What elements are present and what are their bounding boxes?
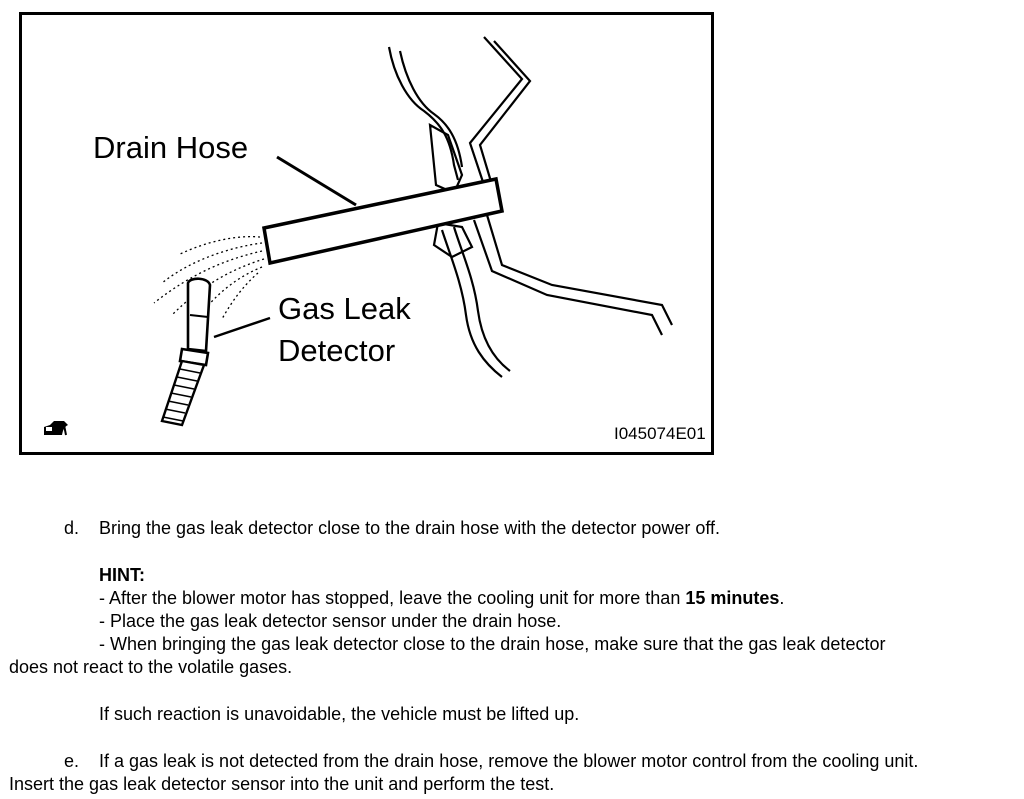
step-e-marker: e. <box>64 751 80 771</box>
gas-leak-label-line2: Detector <box>278 333 396 368</box>
caution-vehicle-icon <box>44 421 68 436</box>
drain-hose <box>261 176 505 266</box>
hint-title: HINT: <box>99 565 145 585</box>
gas-stream-dots <box>153 235 265 322</box>
hint-item-2: - Place the gas leak detector sensor und… <box>99 611 562 631</box>
hint-item-3-line1: - When bringing the gas leak detector cl… <box>99 634 886 654</box>
step-e-text-line2: Insert the gas leak detector sensor into… <box>9 774 555 794</box>
cooling-unit-outline <box>387 36 673 378</box>
hint-item-1-text: - After the blower motor has stopped, le… <box>99 588 686 608</box>
step-d-marker: d. <box>64 518 80 538</box>
hint-note: If such reaction is unavoidable, the veh… <box>99 704 580 724</box>
hint-item-1-end: . <box>779 588 785 608</box>
hint-item-1-bold: 15 minutes <box>685 588 780 608</box>
hint-item-3-line2: does not react to the volatile gases. <box>9 657 293 677</box>
detector-leader <box>213 316 271 339</box>
drain-hose-leader <box>276 155 357 207</box>
illustration-figure: Drain Hose Gas Leak Detector I045074E01 <box>19 12 714 455</box>
gas-leak-label-line1: Gas Leak <box>278 291 411 326</box>
step-e-text-line1: If a gas leak is not detected from the d… <box>99 751 919 771</box>
step-d-text: Bring the gas leak detector close to the… <box>99 518 721 538</box>
figure-id: I045074E01 <box>614 424 706 443</box>
gas-leak-detector <box>160 277 212 427</box>
drain-hose-label: Drain Hose <box>93 130 249 165</box>
hint-item-1: - After the blower motor has stopped, le… <box>99 587 784 610</box>
drain-hose-illustration <box>44 36 673 436</box>
